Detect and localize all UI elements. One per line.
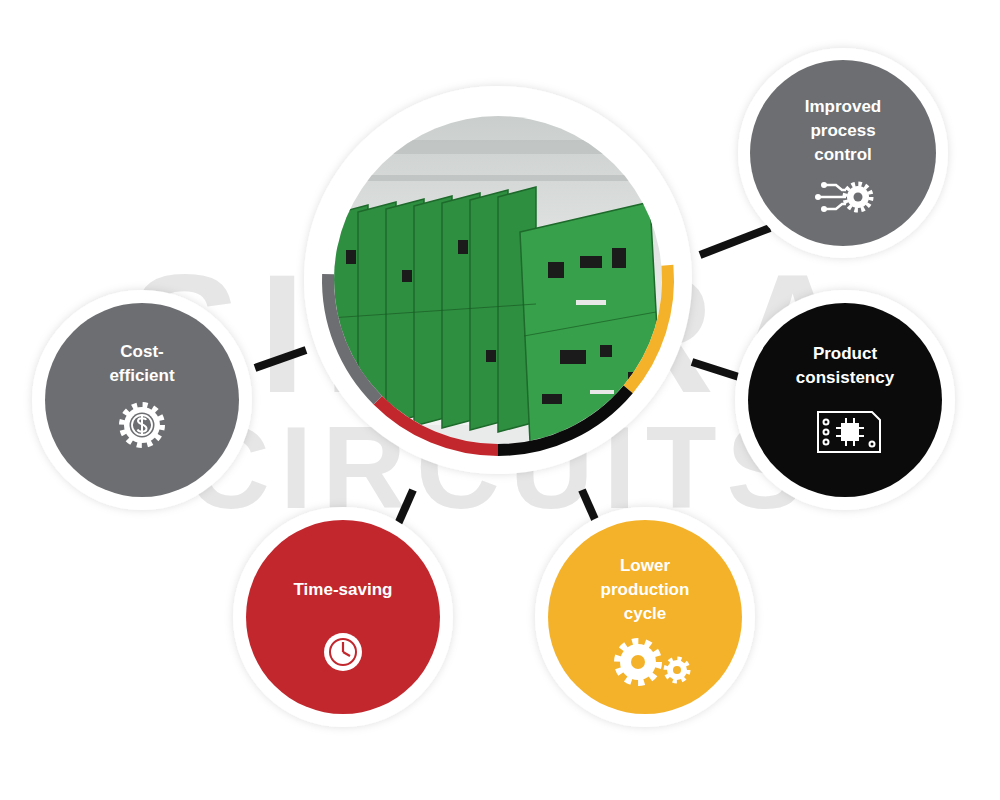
clock-icon <box>324 633 362 672</box>
circuit-board-icon <box>818 412 880 452</box>
benefit-circle: Product consistency <box>748 303 942 497</box>
benefit-disks <box>45 60 942 714</box>
benefit-label: Cost- efficient <box>92 340 192 388</box>
benefit-text-box: Cost- efficient <box>92 340 192 388</box>
cost-gear-icon <box>122 405 162 445</box>
benefit-circle: Lower production cycle <box>548 520 742 714</box>
colour-ring <box>328 265 668 450</box>
halo-rings <box>32 48 955 727</box>
benefit-label: Time-saving <box>268 578 418 602</box>
benefit-label: Product consistency <box>780 342 910 390</box>
benefit-label: Lower production cycle <box>583 554 707 626</box>
process-control-icon <box>815 182 871 212</box>
benefit-text-box: Product consistency <box>780 342 910 390</box>
benefit-text-box: Improved process control <box>791 95 895 167</box>
benefit-circle: Time-saving <box>246 520 440 714</box>
benefit-circle: Improved process control <box>750 60 936 246</box>
benefit-text-box: Lower production cycle <box>583 554 707 626</box>
benefit-label: Improved process control <box>791 95 895 167</box>
pcb-photo <box>330 110 670 465</box>
benefit-text-box: Time-saving <box>268 578 418 602</box>
benefit-circle: Cost- efficient <box>45 303 239 497</box>
gears-icon <box>618 642 688 682</box>
